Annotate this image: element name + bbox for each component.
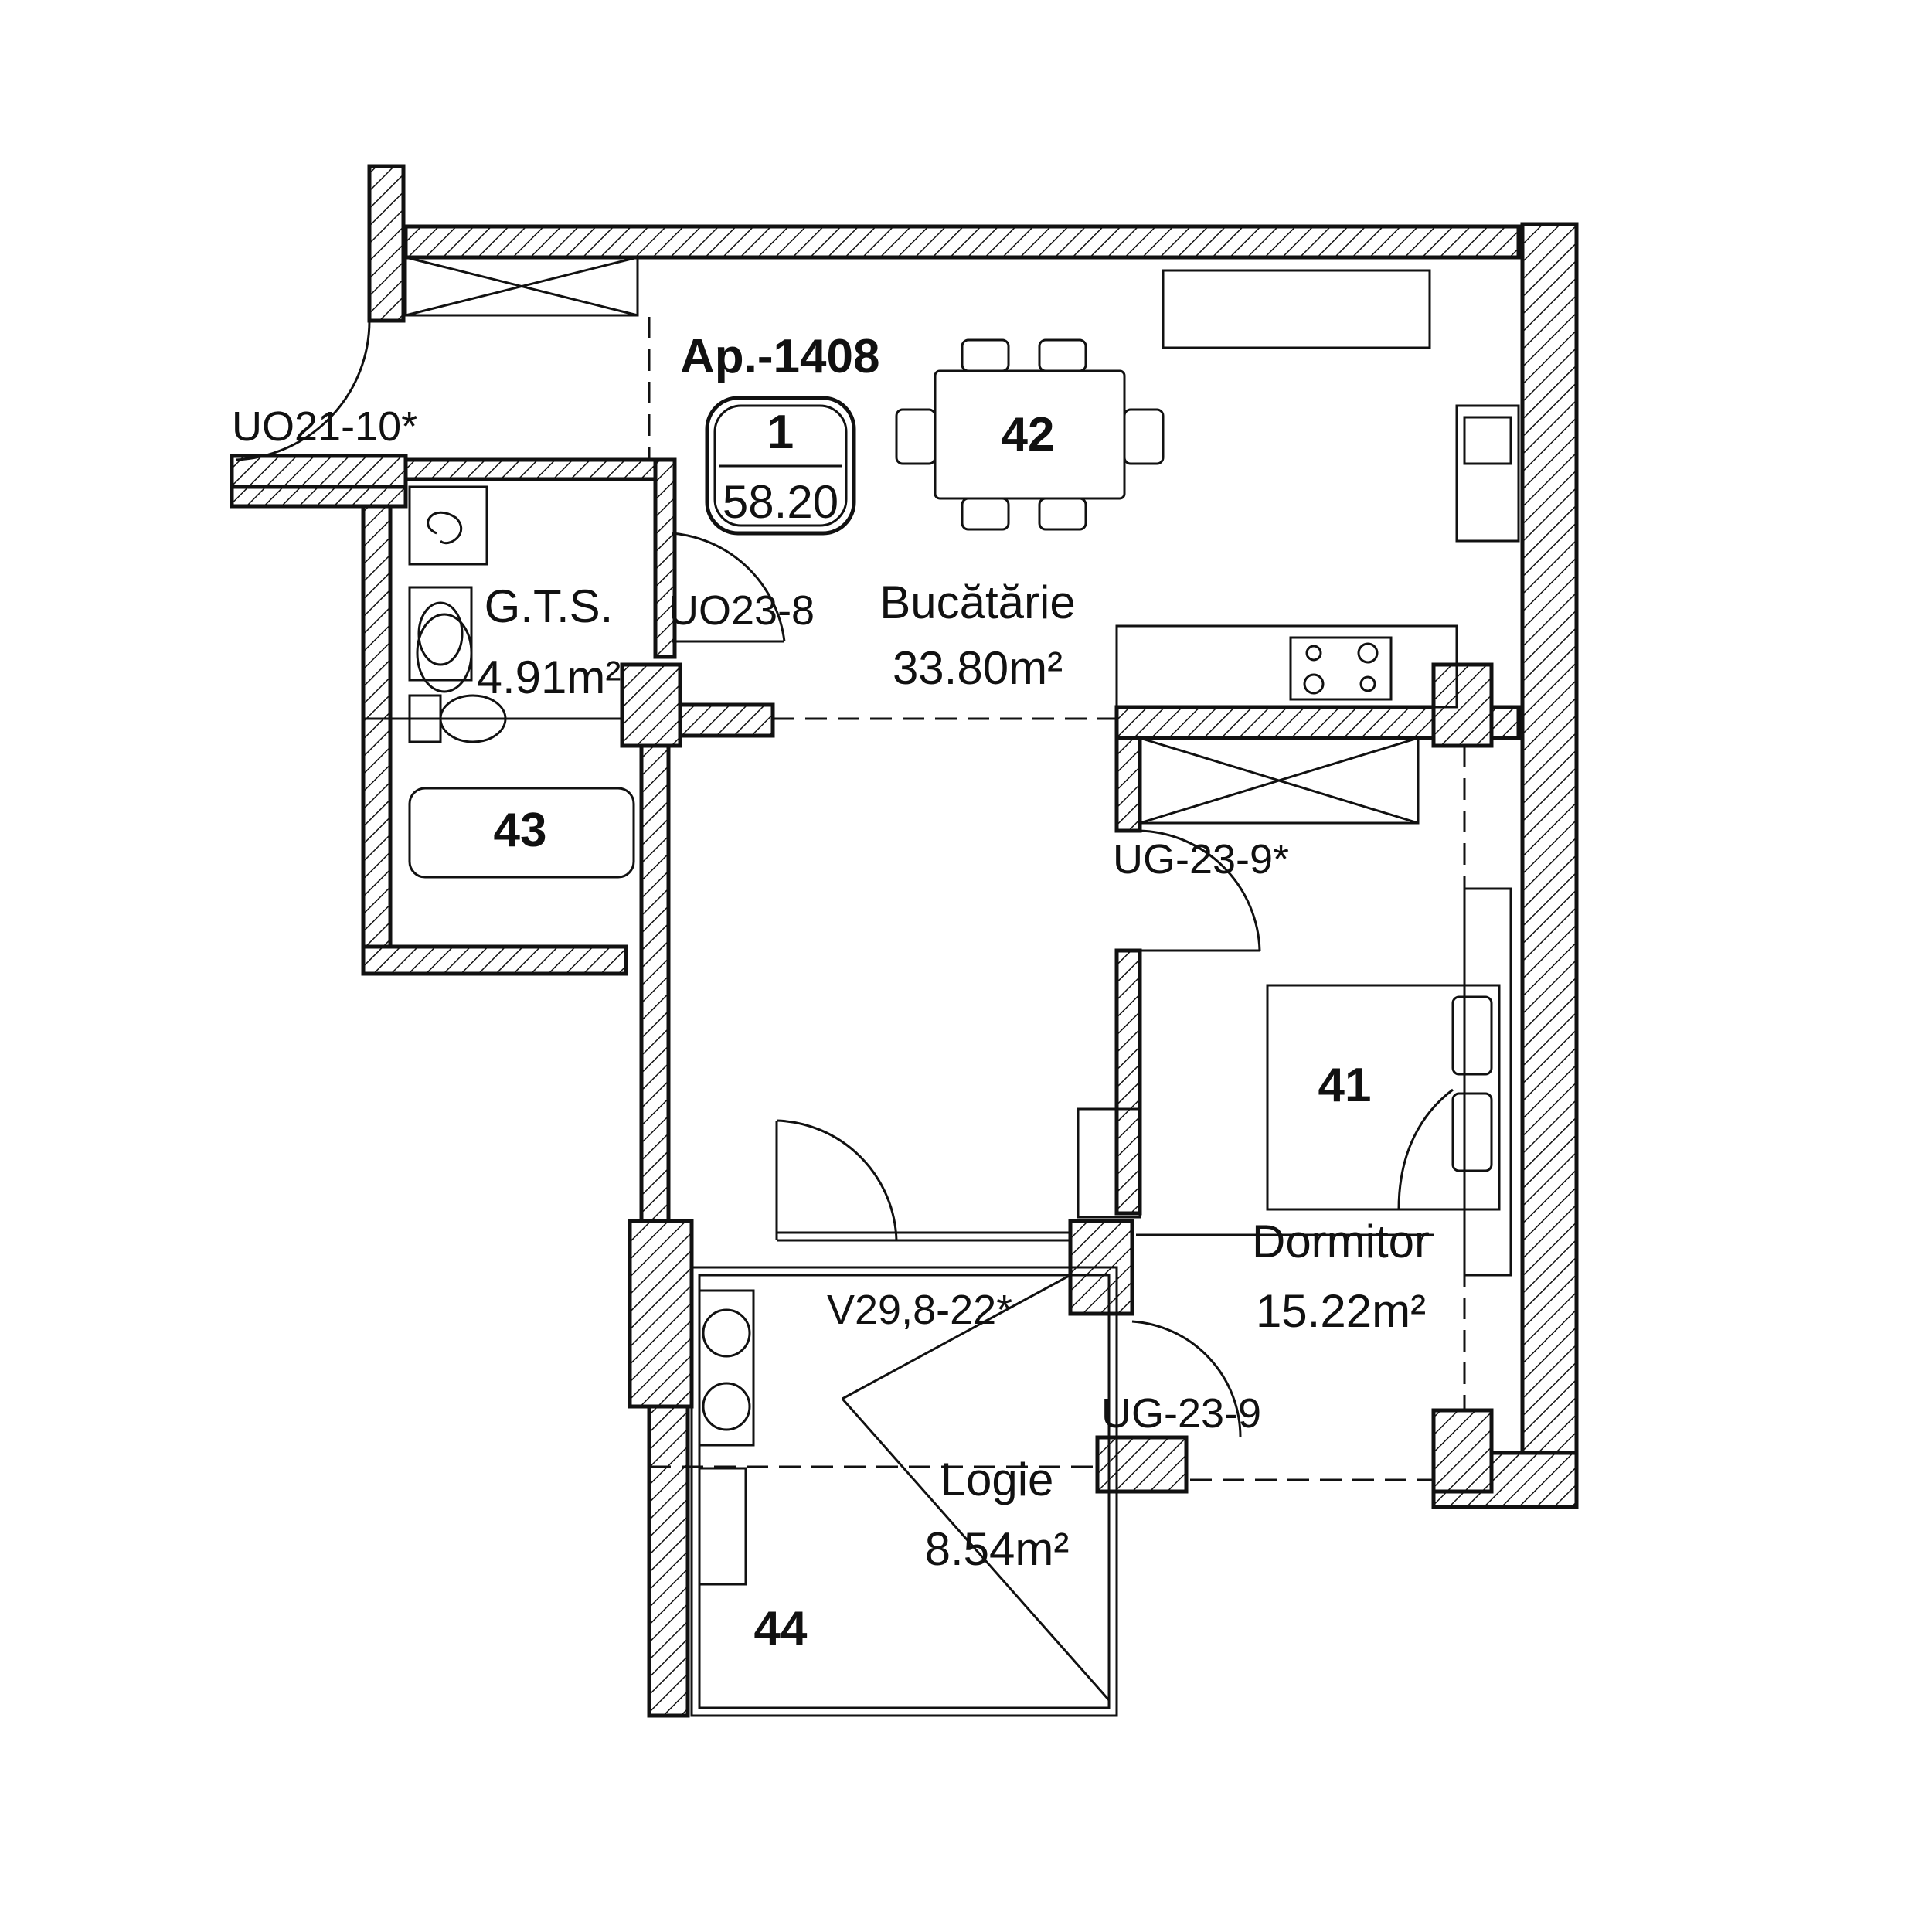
walls bbox=[230, 164, 1579, 1718]
wardrobe-bedroom bbox=[1463, 887, 1512, 1277]
shoe-rack bbox=[1077, 1107, 1141, 1219]
door-entry bbox=[235, 320, 371, 461]
room-area-dormitor: 15.22m² bbox=[1256, 1285, 1426, 1337]
wall-gts-bottom bbox=[361, 944, 628, 976]
doors bbox=[235, 320, 1261, 1438]
boiler bbox=[698, 1289, 755, 1447]
wall-bedroom-left bbox=[1114, 736, 1142, 833]
room-number-43: 43 bbox=[494, 804, 547, 857]
room-number-41: 41 bbox=[1318, 1059, 1372, 1112]
stove bbox=[1289, 636, 1393, 701]
room-name-dormitor: Dormitor bbox=[1252, 1216, 1430, 1267]
door-tag-bedroom: UG-23-9* bbox=[1113, 836, 1289, 883]
door-bath bbox=[672, 532, 786, 642]
kitchen-counter bbox=[1115, 624, 1458, 709]
room-number-44: 44 bbox=[754, 1602, 808, 1655]
wall-logia-stub bbox=[1095, 1435, 1189, 1494]
room-number-42: 42 bbox=[1002, 408, 1055, 461]
sink bbox=[1455, 404, 1520, 543]
wall-gts-top2 bbox=[403, 457, 675, 481]
wall-entry-bar bbox=[230, 485, 408, 509]
column-3 bbox=[1431, 1408, 1494, 1494]
door-logia bbox=[1131, 1320, 1242, 1438]
ac-unit bbox=[698, 1467, 747, 1586]
badge-area: 58.20 bbox=[723, 476, 838, 528]
room-name-bucatarie: Bucătărie bbox=[879, 577, 1075, 628]
furniture bbox=[408, 269, 1520, 1586]
room-area-gts: 4.91m² bbox=[477, 651, 621, 703]
wall-entry-stub bbox=[367, 164, 406, 323]
wall-gts-right-top bbox=[653, 457, 677, 659]
door-tag-bath: UO23-8 bbox=[668, 587, 815, 634]
wall-logia-left bbox=[628, 1219, 694, 1409]
fridge bbox=[1162, 269, 1431, 349]
wall-corridor-left bbox=[639, 740, 671, 1223]
door-corridor bbox=[776, 1119, 898, 1241]
wall-bedroom-left2 bbox=[1114, 948, 1142, 1216]
bathtub bbox=[408, 787, 635, 879]
wall-right bbox=[1520, 222, 1579, 1509]
wall-gts-left bbox=[361, 504, 393, 972]
door-bedroom bbox=[1139, 829, 1261, 951]
door-tag-logia-window: V29,8-22* bbox=[827, 1287, 1012, 1333]
door-tag-entry: UO21-10* bbox=[232, 403, 417, 450]
room-area-bucatarie: 33.80m² bbox=[893, 642, 1063, 694]
washer bbox=[408, 485, 488, 566]
room-area-logie: 8.54m² bbox=[925, 1523, 1070, 1575]
door-tag-logia-door: UG-23-9 bbox=[1101, 1390, 1261, 1437]
column-2 bbox=[1431, 662, 1494, 748]
wall-logia-left2 bbox=[647, 1404, 690, 1718]
room-name-gts: G.T.S. bbox=[485, 580, 614, 632]
badge-number: 1 bbox=[767, 406, 794, 459]
wall-top bbox=[403, 224, 1521, 260]
apartment-badge bbox=[705, 396, 856, 536]
column-1 bbox=[620, 662, 682, 748]
apartment-title: Ap.-1408 bbox=[680, 330, 879, 383]
wall-stub-kitchen bbox=[678, 702, 775, 738]
room-name-logie: Logie bbox=[940, 1454, 1054, 1505]
bed bbox=[1266, 984, 1501, 1211]
